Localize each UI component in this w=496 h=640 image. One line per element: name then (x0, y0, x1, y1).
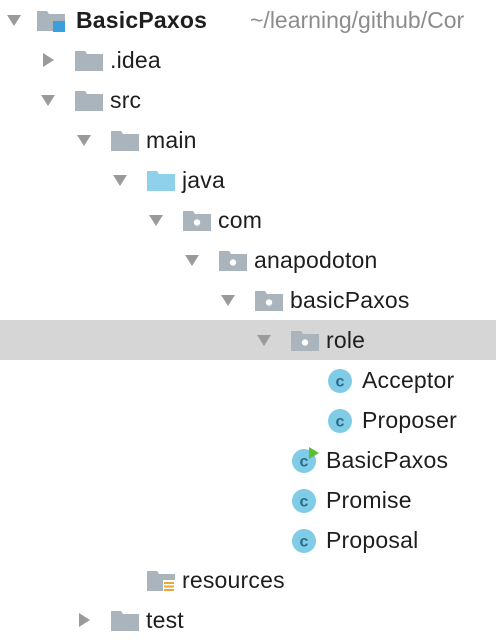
runnable-class-icon: c (292, 447, 319, 473)
tree-node-label: BasicPaxos (326, 447, 449, 473)
tree-row-idea[interactable]: .idea (0, 40, 496, 80)
tree-node-label: role (326, 327, 366, 353)
tree-node-label: Acceptor (362, 367, 455, 393)
svg-text:c: c (336, 414, 345, 431)
class-icon: c (328, 369, 352, 393)
tree-row-proposal[interactable]: c Proposal (0, 520, 496, 560)
tree-node-label: basicPaxos (290, 287, 410, 313)
chevron-right-icon[interactable] (76, 612, 92, 628)
tree-row-anapodoton[interactable]: anapodoton (0, 240, 496, 280)
tree-node-label: java (182, 167, 225, 193)
package-icon (219, 251, 247, 271)
chevron-down-icon[interactable] (184, 252, 200, 268)
tree-row-test[interactable]: test (0, 600, 496, 640)
tree-row-proposer[interactable]: c Proposer (0, 400, 496, 440)
tree-row-basicpaxos[interactable]: c BasicPaxos (0, 440, 496, 480)
tree-node-label: resources (182, 567, 285, 593)
chevron-down-icon[interactable] (256, 332, 272, 348)
tree-row-com[interactable]: com (0, 200, 496, 240)
tree-node-label: com (218, 207, 263, 233)
tree-row-basicpaxos[interactable]: basicPaxos (0, 280, 496, 320)
tree-node-label: .idea (110, 47, 161, 73)
package-icon (291, 331, 319, 351)
tree-row-acceptor[interactable]: c Acceptor (0, 360, 496, 400)
class-icon: c (328, 409, 352, 433)
folder-icon (111, 611, 139, 631)
svg-text:c: c (300, 494, 309, 511)
chevron-down-icon[interactable] (6, 12, 22, 28)
tree-node-label: src (110, 87, 142, 113)
resources-folder-icon (147, 571, 175, 592)
tree-node-label: Promise (326, 487, 412, 513)
project-name: BasicPaxos (76, 7, 208, 33)
tree-row-main[interactable]: main (0, 120, 496, 160)
chevron-down-icon[interactable] (148, 212, 164, 228)
tree-node-label: Proposer (362, 407, 457, 433)
svg-text:c: c (300, 534, 309, 551)
folder-icon (75, 51, 103, 71)
tree-node-label: anapodoton (254, 247, 378, 273)
folder-icon (75, 91, 103, 111)
source-folder-icon (147, 171, 175, 191)
module-folder-icon (37, 11, 65, 32)
tree-node-label: test (146, 607, 184, 633)
chevron-down-icon[interactable] (112, 172, 128, 188)
package-icon (255, 291, 283, 311)
tree-row-java[interactable]: java (0, 160, 496, 200)
chevron-right-icon[interactable] (40, 52, 56, 68)
tree-row-role[interactable]: role (0, 320, 496, 360)
chevron-down-icon[interactable] (220, 292, 236, 308)
chevron-down-icon[interactable] (40, 92, 56, 108)
chevron-down-icon[interactable] (76, 132, 92, 148)
svg-text:c: c (300, 454, 309, 471)
folder-icon (111, 131, 139, 151)
tree-row-src[interactable]: src (0, 80, 496, 120)
tree-row-resources[interactable]: resources (0, 560, 496, 600)
tree-node-label: main (146, 127, 197, 153)
project-path: ~/learning/github/Cor (250, 7, 465, 33)
class-icon: c (292, 489, 316, 513)
class-icon: c (292, 529, 316, 553)
tree-row-promise[interactable]: c Promise (0, 480, 496, 520)
svg-text:c: c (336, 374, 345, 391)
package-icon (183, 211, 211, 231)
tree-node-label: Proposal (326, 527, 419, 553)
tree-row-project-root[interactable]: BasicPaxos ~/learning/github/Cor (0, 0, 496, 40)
